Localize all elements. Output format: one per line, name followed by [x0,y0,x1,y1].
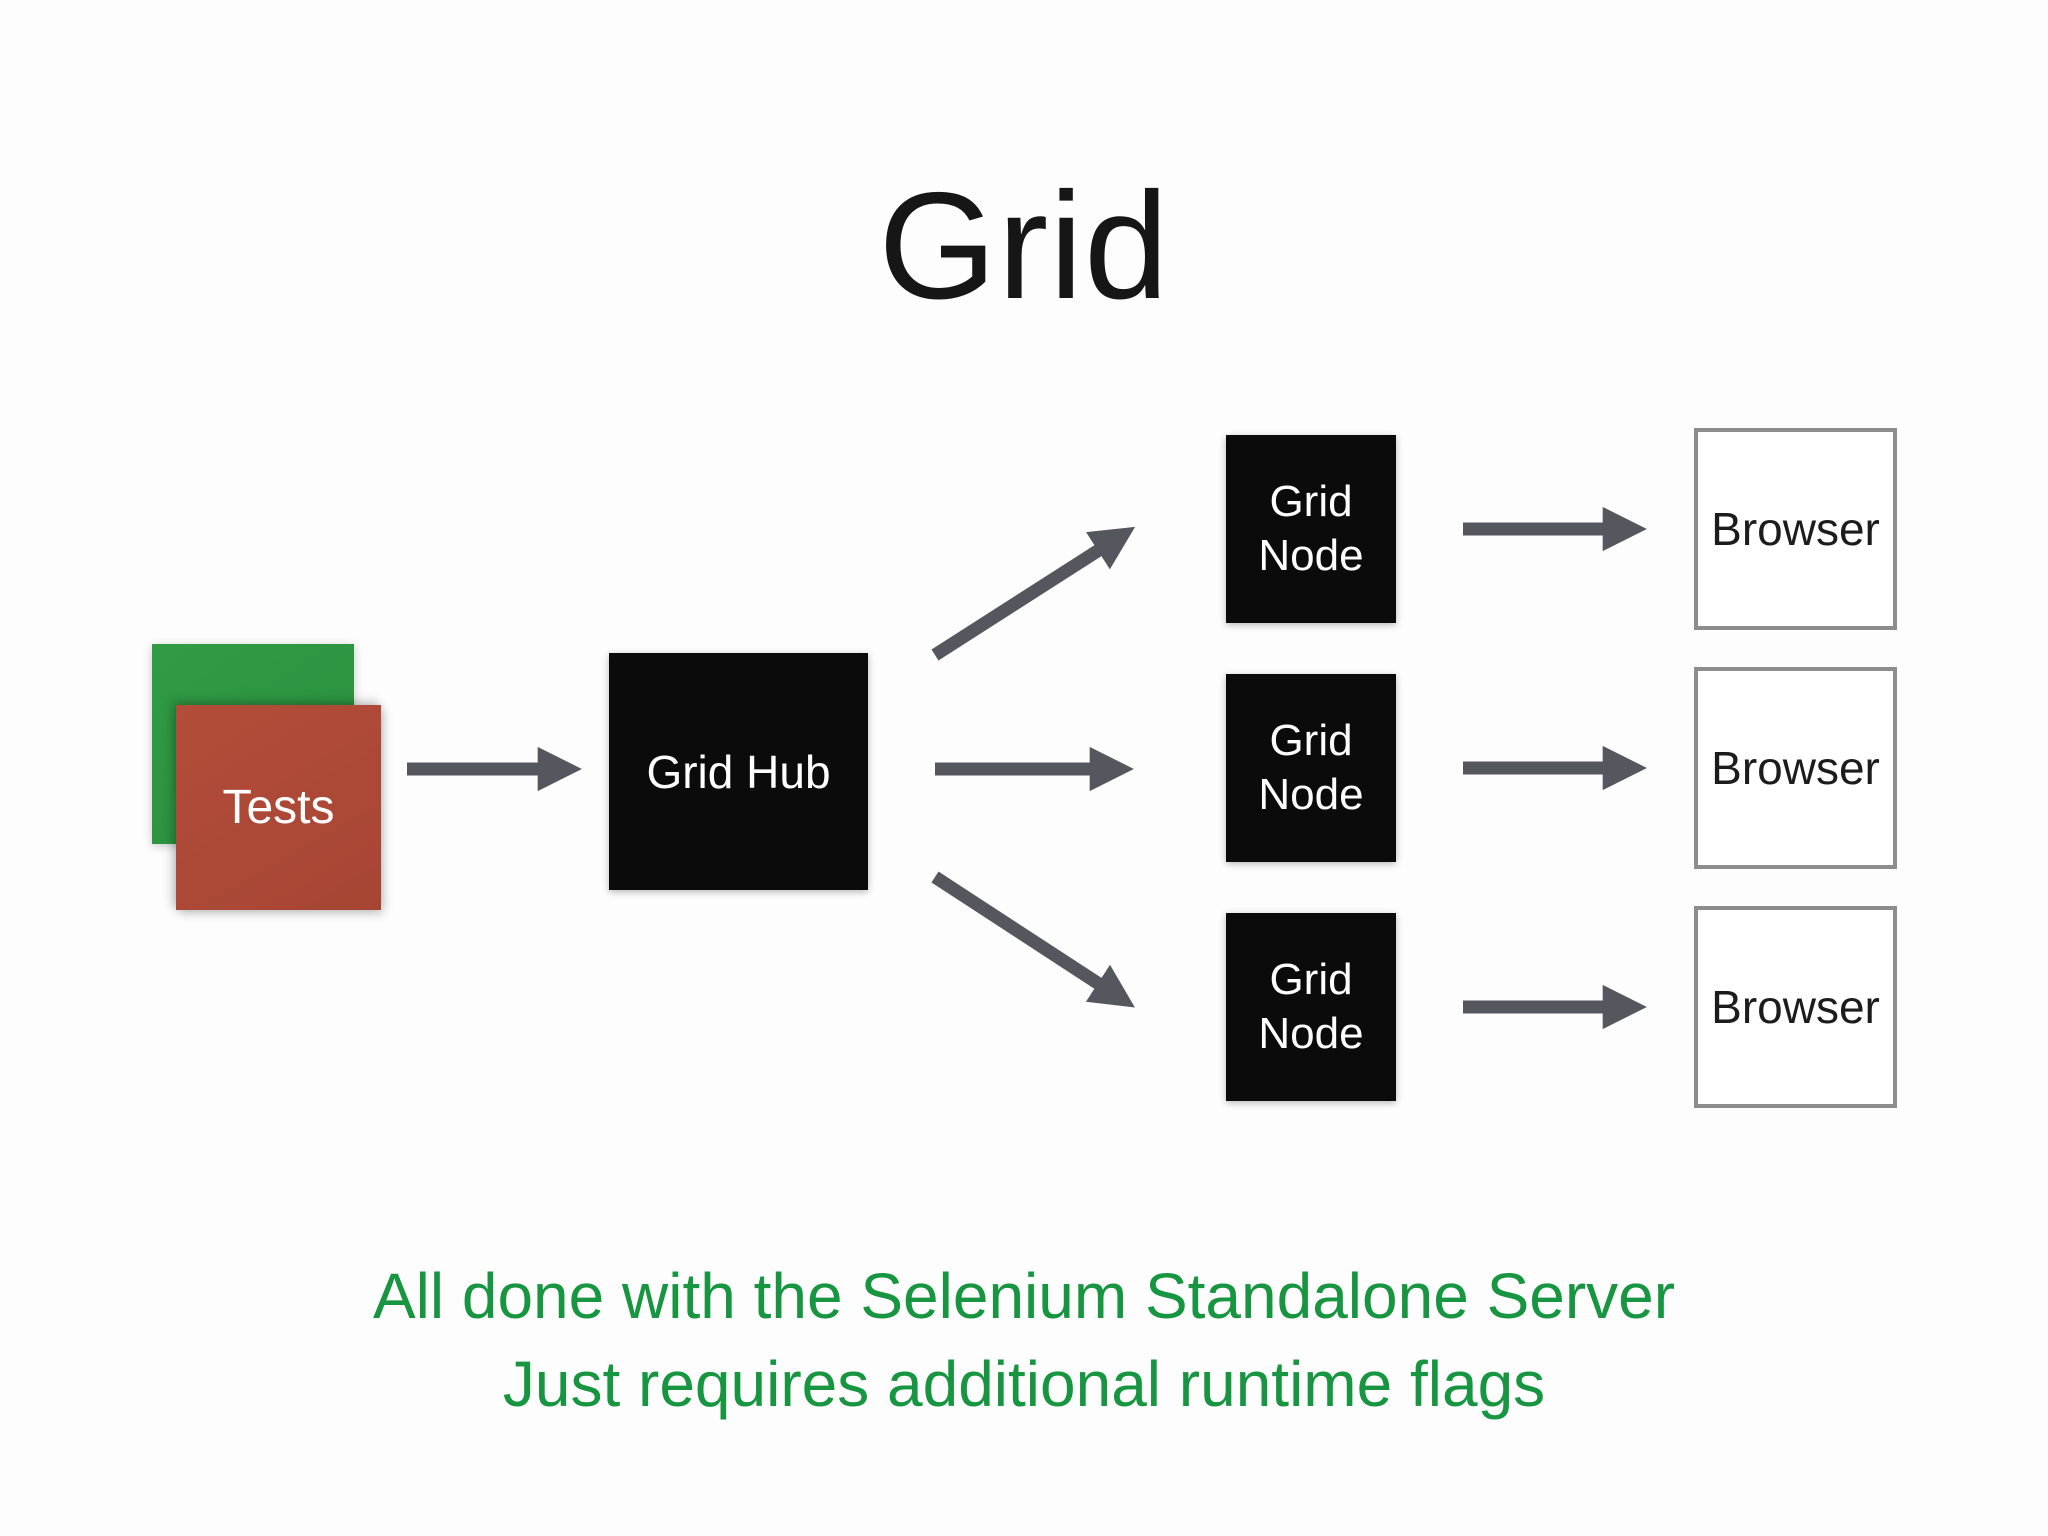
grid-node-box-2: Grid Node [1226,674,1396,862]
caption-line-2: Just requires additional runtime flags [502,1348,1546,1420]
grid-node-1-label-line-2: Node [1258,531,1364,580]
grid-node-1-label-line-1: Grid [1269,477,1353,526]
arrow-hub-to-node-1 [931,526,1136,661]
browser-3-label: Browser [1711,981,1880,1033]
grid-node-3-label-line-1: Grid [1269,955,1353,1004]
arrow-hub-to-node-3 [931,871,1135,1008]
grid-node-box-1: Grid Node [1226,435,1396,623]
caption-line-1: All done with the Selenium Standalone Se… [372,1260,1676,1332]
browser-box-3: Browser [1694,906,1897,1108]
grid-hub-label: Grid Hub [646,745,831,798]
grid-hub-box: Grid Hub [609,653,868,890]
grid-node-2-label-line-2: Node [1258,770,1364,819]
caption-text: All done with the Selenium Standalone Se… [0,1252,2048,1428]
browser-2-label: Browser [1711,742,1880,794]
grid-node-3-label-line-2: Node [1258,1009,1364,1058]
browser-box-1: Browser [1694,428,1897,630]
grid-node-box-3: Grid Node [1226,913,1396,1101]
page-title: Grid [878,161,1170,331]
tests-front-square: Tests [176,705,381,910]
browser-box-2: Browser [1694,667,1897,869]
grid-node-2-label-line-1: Grid [1269,716,1353,765]
tests-label: Tests [222,781,335,834]
browser-1-label: Browser [1711,503,1880,555]
